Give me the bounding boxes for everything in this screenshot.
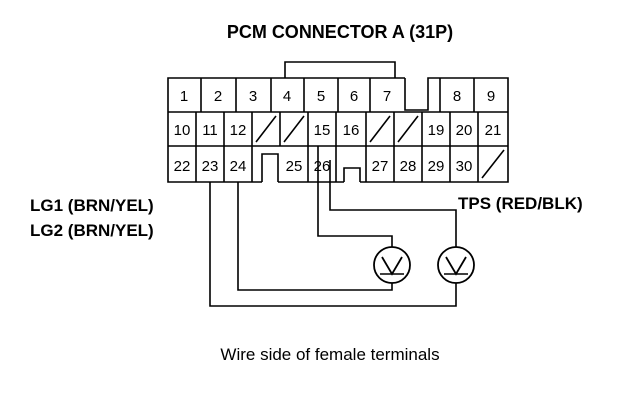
wire-tps: [329, 160, 457, 247]
terminal-15: 15: [314, 122, 331, 139]
caption: Wire side of female terminals: [220, 345, 439, 364]
diagram-title: PCM CONNECTOR A (31P): [227, 22, 453, 42]
lock-tab: [284, 61, 396, 78]
terminal-22: 22: [174, 158, 191, 175]
wire-lg2: [237, 182, 393, 291]
terminal-21: 21: [485, 122, 502, 139]
terminal-24: 24: [230, 158, 247, 175]
terminal-16: 16: [343, 122, 360, 139]
bottom-key-2: [343, 167, 361, 182]
terminal-row-2: 10 11 12 15 16 19 20 21: [174, 122, 502, 139]
label-lg1: LG1 (BRN/YEL): [30, 196, 154, 215]
terminal-28: 28: [400, 158, 417, 175]
test-lamp-left: [373, 246, 411, 284]
terminal-23: 23: [202, 158, 219, 175]
terminal-3: 3: [249, 88, 257, 105]
label-lg2: LG2 (BRN/YEL): [30, 221, 154, 240]
test-lamp-right: [437, 246, 475, 284]
terminal-26: 26: [314, 158, 331, 175]
terminal-29: 29: [428, 158, 445, 175]
terminal-6: 6: [350, 88, 358, 105]
terminal-10: 10: [174, 122, 191, 139]
terminal-5: 5: [317, 88, 325, 105]
terminal-9: 9: [487, 88, 495, 105]
terminal-12: 12: [230, 122, 247, 139]
label-tps: TPS (RED/BLK): [458, 194, 583, 213]
terminal-30: 30: [456, 158, 473, 175]
terminal-25: 25: [286, 158, 303, 175]
terminal-4: 4: [283, 88, 291, 105]
terminal-8: 8: [453, 88, 461, 105]
connector-outline-right: [360, 77, 509, 183]
wire-lg1: [209, 182, 457, 307]
terminal-2: 2: [214, 88, 222, 105]
terminal-1: 1: [180, 88, 188, 105]
wire-terminal-15: [317, 146, 393, 247]
terminal-19: 19: [428, 122, 445, 139]
test-wiring: [209, 146, 457, 307]
terminal-row-1: 1 2 3 4 5 6 7 8 9: [180, 88, 495, 105]
terminal-11: 11: [202, 122, 218, 139]
bottom-key-1: [261, 153, 279, 182]
connector-body: [167, 61, 509, 183]
terminal-row-3: 22 23 24 25 26 27 28 29 30: [174, 158, 473, 175]
terminal-7: 7: [383, 88, 391, 105]
terminal-27: 27: [372, 158, 389, 175]
connector-outline-left: [167, 77, 405, 183]
terminal-20: 20: [456, 122, 473, 139]
